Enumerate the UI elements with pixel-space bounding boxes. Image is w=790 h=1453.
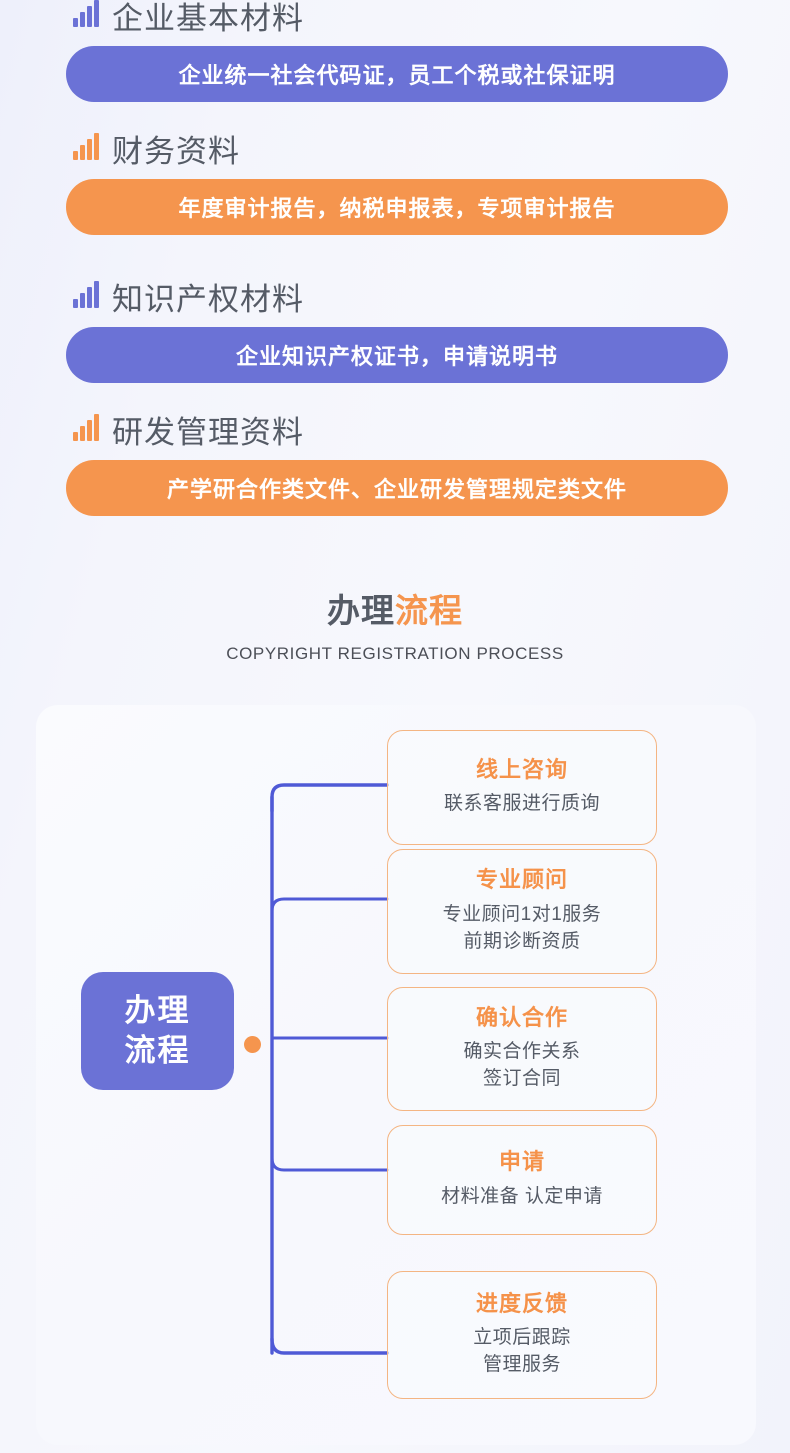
flow-card-title: 确认合作 xyxy=(475,1004,568,1030)
flow-card-desc-line1: 材料准备 认定申请 xyxy=(441,1185,603,1207)
bar-chart-icon xyxy=(73,0,99,27)
flow-card[interactable]: 确认合作 确实合作关系 签订合同 xyxy=(387,987,657,1111)
material-heading-3: 知识产权材料 xyxy=(66,281,728,315)
page-title-dark: 办理 xyxy=(327,592,395,629)
flow-card-title: 线上咨询 xyxy=(475,756,568,782)
page-subtitle: COPYRIGHT REGISTRATION PROCESS xyxy=(226,643,564,663)
material-group-2: 财务资料 年度审计报告，纳税申报表，专项审计报告 xyxy=(66,133,728,235)
flow-connectors xyxy=(270,783,389,1355)
flow-root-dot xyxy=(244,1036,261,1053)
material-band: 企业统一社会代码证，员工个税或社保证明 xyxy=(66,46,728,102)
material-title: 财务资料 xyxy=(112,134,240,169)
flow-card-desc-line2: 签订合同 xyxy=(482,1068,561,1090)
material-heading-1: 企业基本材料 xyxy=(66,0,728,34)
material-heading-2: 财务资料 xyxy=(66,133,728,167)
material-heading-4: 研发管理资料 xyxy=(66,414,728,448)
material-band: 产学研合作类文件、企业研发管理规定类文件 xyxy=(66,460,728,516)
flow-card-desc-line2: 前期诊断资质 xyxy=(463,930,581,952)
material-group-3: 知识产权材料 企业知识产权证书，申请说明书 xyxy=(66,281,728,383)
bar-chart-icon xyxy=(73,414,99,441)
flow-card-desc-line1: 确实合作关系 xyxy=(463,1041,581,1063)
process-title-block: 办理流程 COPYRIGHT REGISTRATION PROCESS xyxy=(0,592,790,664)
material-title: 知识产权材料 xyxy=(112,282,304,317)
flow-root-line2: 流程 xyxy=(124,1033,191,1068)
process-flow-inner: 办理 流程 线上咨询 联系客服进行质询 专业顾问 xyxy=(36,705,756,1445)
flow-root-node: 办理 流程 xyxy=(81,972,234,1090)
flow-card-desc-line1: 专业顾问1对1服务 xyxy=(442,903,602,925)
flow-card-desc-line1: 联系客服进行质询 xyxy=(443,793,600,815)
material-band: 年度审计报告，纳税申报表，专项审计报告 xyxy=(66,179,728,235)
flow-card[interactable]: 申请 材料准备 认定申请 xyxy=(387,1125,657,1235)
bar-chart-icon xyxy=(73,281,99,308)
material-title: 研发管理资料 xyxy=(112,415,304,450)
flow-card[interactable]: 进度反馈 立项后跟踪 管理服务 xyxy=(387,1271,657,1399)
material-band: 企业知识产权证书，申请说明书 xyxy=(66,327,728,383)
page-title-accent: 流程 xyxy=(395,592,463,629)
flow-card-title: 进度反馈 xyxy=(475,1290,568,1316)
process-flow-panel: 办理 流程 线上咨询 联系客服进行质询 专业顾问 xyxy=(36,705,756,1445)
flow-card-title: 专业顾问 xyxy=(475,867,568,893)
bar-chart-icon xyxy=(73,133,99,160)
page-title: 办理流程 xyxy=(0,592,790,630)
material-group-1: 企业基本材料 企业统一社会代码证，员工个税或社保证明 xyxy=(66,0,728,102)
flow-card-title: 申请 xyxy=(498,1149,545,1175)
material-group-4: 研发管理资料 产学研合作类文件、企业研发管理规定类文件 xyxy=(66,414,728,516)
flow-card-desc-line2: 管理服务 xyxy=(482,1354,561,1376)
flow-card-desc-line1: 立项后跟踪 xyxy=(473,1327,571,1349)
flow-card[interactable]: 线上咨询 联系客服进行质询 xyxy=(387,730,657,845)
flow-card[interactable]: 专业顾问 专业顾问1对1服务 前期诊断资质 xyxy=(387,849,657,974)
material-title: 企业基本材料 xyxy=(112,1,304,36)
flow-root-line1: 办理 xyxy=(124,993,191,1029)
